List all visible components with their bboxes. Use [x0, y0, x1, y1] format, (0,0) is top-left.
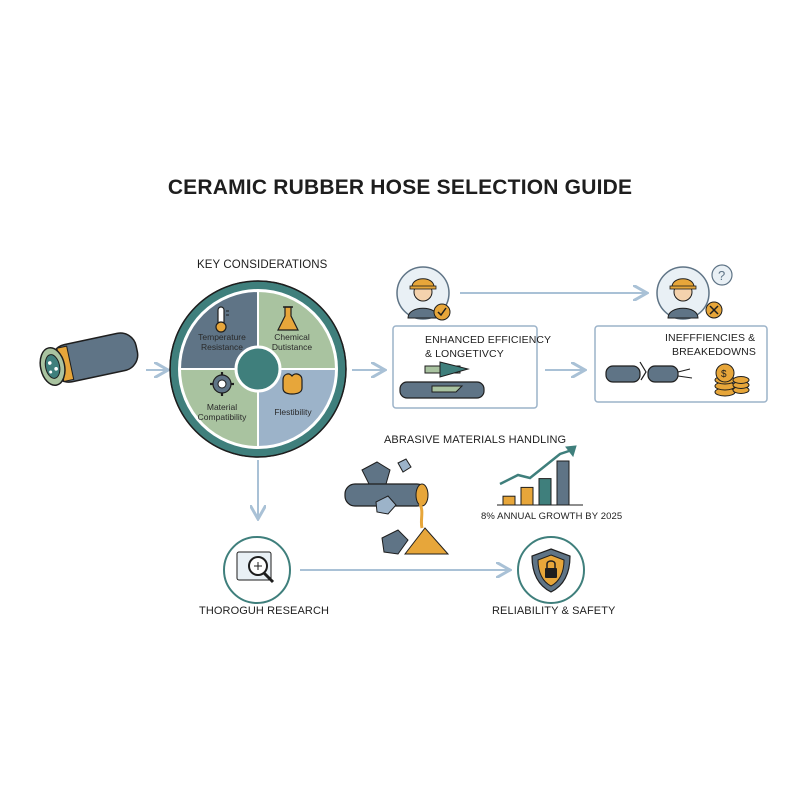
research-label: THOROGUH RESEARCH	[199, 605, 330, 617]
abrasive-materials-label: ABRASIVE MATERIALS HANDLING	[384, 434, 567, 446]
growth-label: 8% ANNUAL GROWTH BY 2025	[481, 511, 623, 522]
segment-flexibility: Flestibility	[274, 407, 312, 417]
page-title: CERAMIC RUBBER HOSE SELECTION GUIDE	[167, 176, 633, 199]
segment-chemical-resistance: Chemical Dutistance	[271, 332, 313, 352]
segment-temperature-resistance: Temperature Resistance	[198, 332, 246, 352]
efficiency-label-line1: ENHANCED EFFICIENCY	[425, 334, 552, 346]
segment-material-compatibility: Material Compatibility	[197, 402, 247, 422]
key-considerations-heading: KEY CONSIDERATIONS	[197, 259, 328, 271]
inefficiency-label-line1: INEFFFIENCIES &	[665, 332, 756, 344]
efficiency-label-line2: & LONGETIVCY	[425, 348, 504, 360]
reliability-label: RELIABILITY & SAFETY	[492, 605, 616, 617]
inefficiency-label-line2: BREAKEDOWNS	[672, 346, 756, 358]
